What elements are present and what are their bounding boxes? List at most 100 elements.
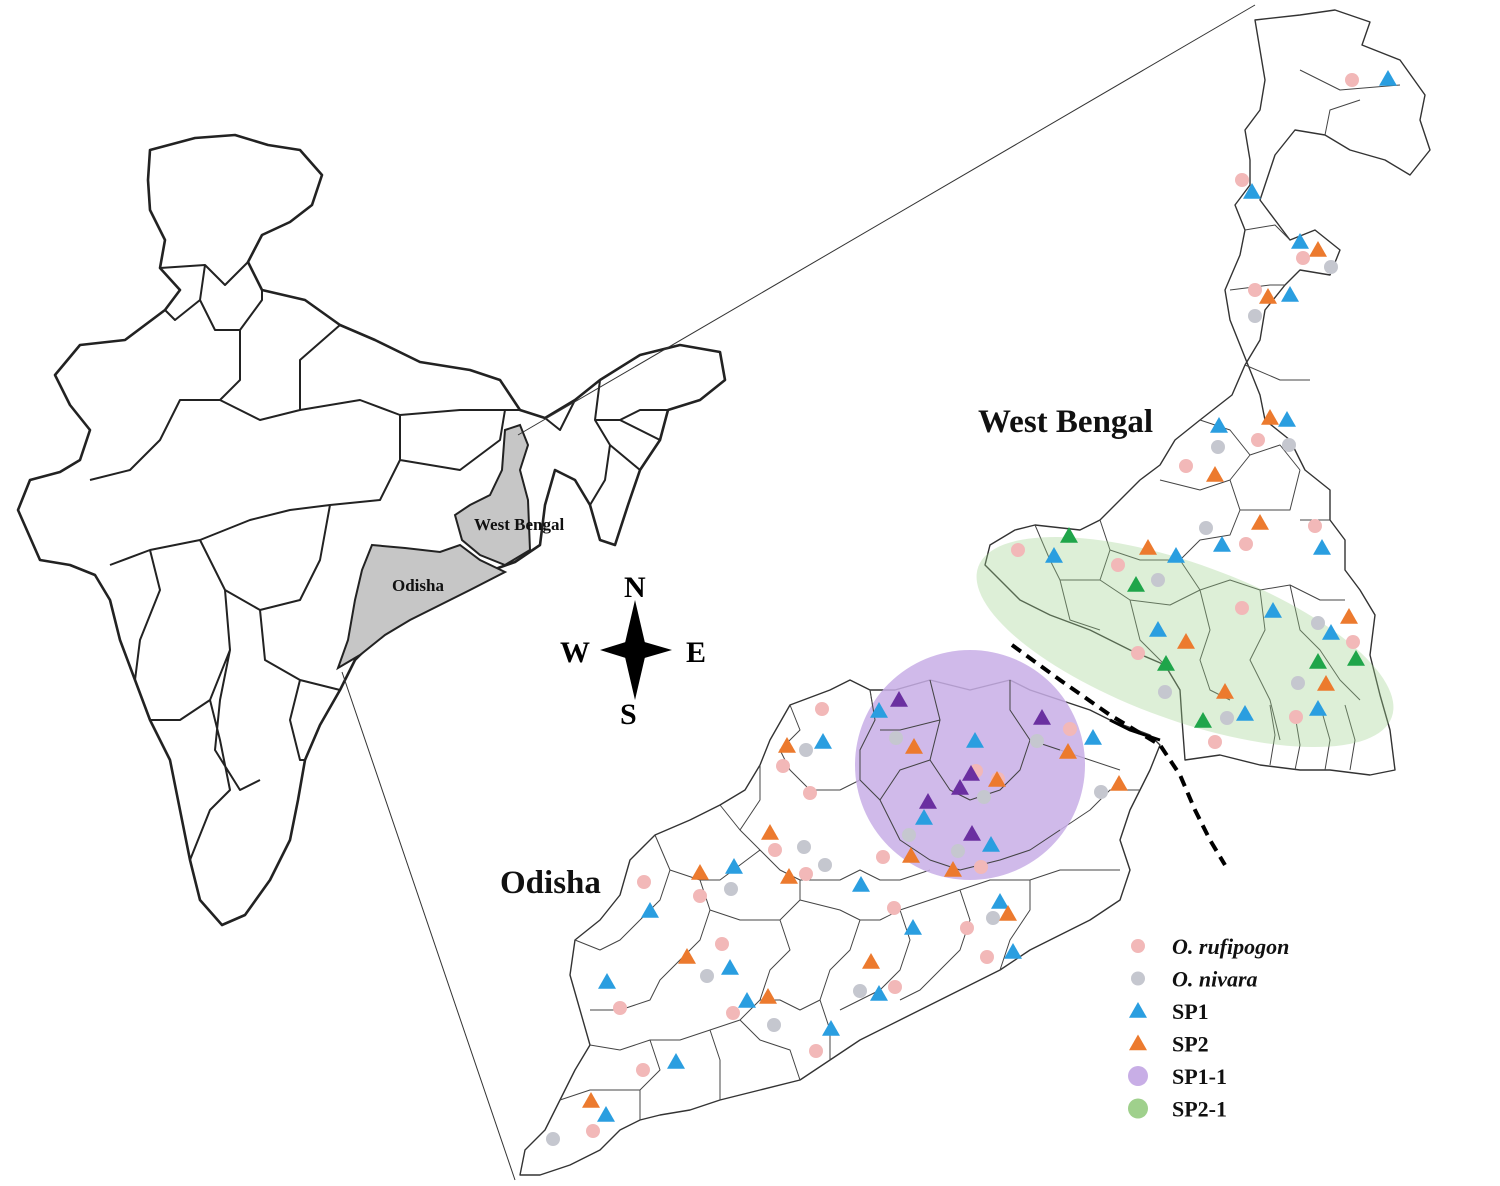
sp2-marker	[988, 771, 1006, 787]
sp2-marker	[902, 847, 920, 863]
nivara-marker	[767, 1018, 781, 1032]
sp2-marker	[1110, 775, 1128, 791]
rufipogon-marker	[1248, 283, 1262, 297]
sp1-marker	[870, 985, 888, 1001]
sp2-1-marker	[1347, 650, 1365, 666]
sp1-marker	[738, 992, 756, 1008]
legend-symbol-nivara	[1131, 971, 1145, 986]
sp1-1-marker	[890, 691, 908, 707]
sp2-marker	[778, 737, 796, 753]
rufipogon-marker	[809, 1044, 823, 1058]
sp2-1-marker	[1309, 653, 1327, 669]
sp2-1-marker	[1194, 712, 1212, 728]
sp1-marker	[1236, 705, 1254, 721]
nivara-marker	[1094, 785, 1108, 799]
sp1-marker	[982, 836, 1000, 852]
sp2-marker	[1261, 409, 1279, 425]
sp1-marker	[1278, 411, 1296, 427]
nivara-marker	[1220, 711, 1234, 725]
compass-n: N	[624, 571, 646, 604]
nivara-marker	[797, 840, 811, 854]
sp1-marker	[725, 858, 743, 874]
sp1-marker	[1291, 233, 1309, 249]
sp1-marker	[991, 893, 1009, 909]
legend-symbol-sp1	[1129, 1002, 1147, 1018]
rufipogon-marker	[1345, 73, 1359, 87]
rufipogon-marker	[768, 843, 782, 857]
sp1-marker	[1084, 729, 1102, 745]
sp1-1-marker	[951, 779, 969, 795]
rufipogon-marker	[887, 901, 901, 915]
nivara-marker	[1158, 685, 1172, 699]
sp2-marker	[1340, 608, 1358, 624]
nivara-marker	[1291, 676, 1305, 690]
rufipogon-marker	[876, 850, 890, 864]
india-state-borders	[89, 261, 668, 861]
nivara-marker	[986, 911, 1000, 925]
sp2-marker	[1059, 743, 1077, 759]
legend-symbol-sp21	[1128, 1098, 1148, 1119]
sp1-marker	[1379, 70, 1397, 86]
nivara-marker	[902, 828, 916, 842]
sample-markers	[546, 70, 1397, 1146]
rufipogon-marker	[1179, 459, 1193, 473]
zoom-line-bottom	[341, 671, 516, 1181]
sp2-marker	[1139, 539, 1157, 555]
sp2-1-marker	[1060, 527, 1078, 543]
sp1-marker	[1004, 943, 1022, 959]
legend-symbol-sp11	[1128, 1066, 1148, 1086]
rufipogon-marker	[974, 860, 988, 874]
sp1-marker	[1045, 547, 1063, 563]
sp1-marker	[915, 809, 933, 825]
rufipogon-marker	[1011, 543, 1025, 557]
sp1-marker	[852, 876, 870, 892]
compass-s: S	[620, 698, 637, 731]
nivara-marker	[1030, 734, 1044, 748]
rufipogon-marker	[1289, 710, 1303, 724]
sp1-marker	[1149, 621, 1167, 637]
nivara-marker	[889, 731, 903, 745]
india-map: West Bengal Odisha	[16, 133, 727, 927]
nivara-marker	[1311, 616, 1325, 630]
legend-symbol-rufipogon	[1131, 939, 1145, 953]
nivara-marker	[977, 790, 991, 804]
sp1-marker	[814, 733, 832, 749]
compass-arrow-east	[631, 641, 672, 659]
sp2-1-marker	[1157, 655, 1175, 671]
sp1-marker	[966, 732, 984, 748]
sp1-marker	[1322, 624, 1340, 640]
nivara-marker	[700, 969, 714, 983]
rufipogon-marker	[888, 980, 902, 994]
odisha-label: Odisha	[500, 865, 601, 901]
legend-label-sp1: SP1	[1172, 999, 1209, 1024]
nivara-marker	[818, 858, 832, 872]
zoom-line-top	[517, 4, 1256, 436]
rufipogon-marker	[960, 921, 974, 935]
sp1-marker	[1167, 547, 1185, 563]
sp1-1-marker	[962, 765, 980, 781]
sp2-marker	[691, 864, 709, 880]
sp2-marker	[1317, 675, 1335, 691]
nivara-marker	[1199, 521, 1213, 535]
sp1-marker	[1243, 183, 1261, 199]
rufipogon-marker	[586, 1124, 600, 1138]
sp2-marker	[1309, 241, 1327, 257]
nivara-marker	[546, 1132, 560, 1146]
rufipogon-marker	[1131, 646, 1145, 660]
sp2-marker	[1251, 514, 1269, 530]
rufipogon-marker	[1063, 722, 1077, 736]
sp1-1-marker	[1033, 709, 1051, 725]
rufipogon-marker	[1235, 601, 1249, 615]
sp1-marker	[597, 1106, 615, 1122]
nivara-marker	[1211, 440, 1225, 454]
sp1-1-marker	[963, 825, 981, 841]
rufipogon-marker	[726, 1006, 740, 1020]
compass-e: E	[686, 636, 706, 669]
india-west-bengal-shape	[453, 423, 532, 567]
nivara-marker	[1324, 260, 1338, 274]
rufipogon-marker	[803, 786, 817, 800]
sp1-marker	[1313, 539, 1331, 555]
legend-symbol-sp2	[1129, 1034, 1147, 1051]
delta-lines	[1269, 704, 1356, 771]
